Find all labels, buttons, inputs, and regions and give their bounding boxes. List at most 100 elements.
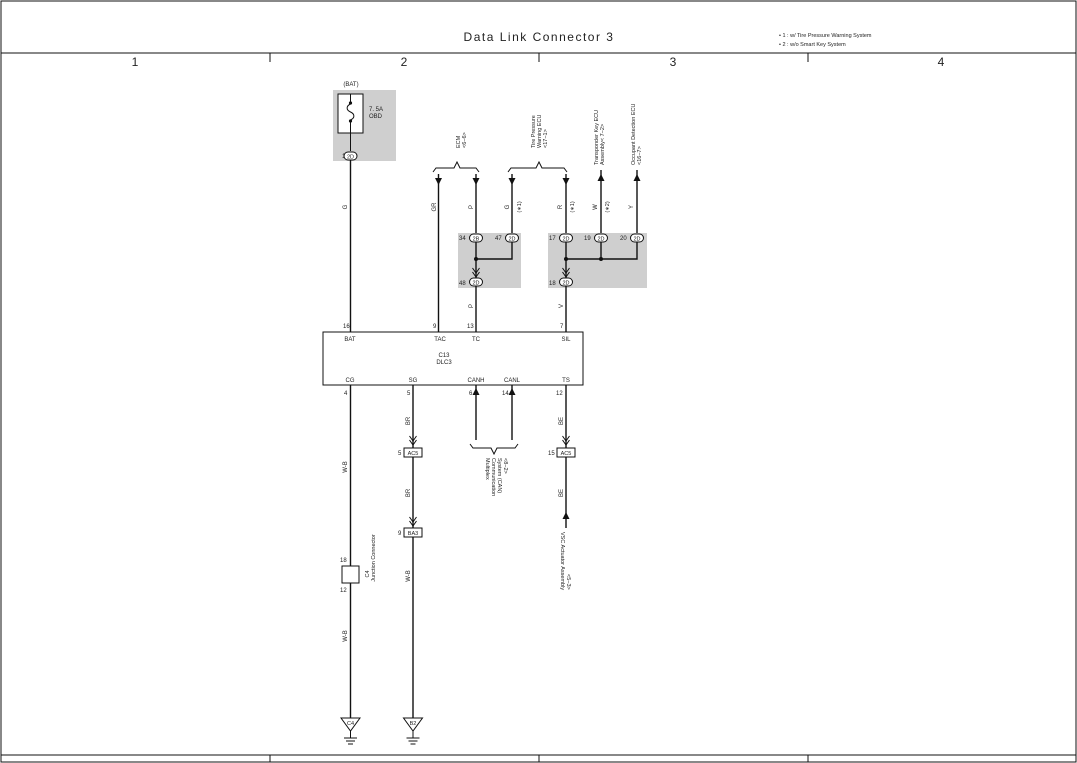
arrow-down: [562, 178, 570, 185]
fuse-terminal: [348, 101, 353, 105]
junction-2-conn-a-label: 2D: [562, 237, 569, 243]
can-label-2: Communication: [490, 458, 496, 496]
dlc-pin-canl-num: 14: [502, 391, 509, 397]
fuse-name: OBD: [369, 114, 383, 120]
wire-color-sil-y: Y: [629, 205, 635, 209]
note-2: • 2 : w/o Smart Key System: [779, 42, 846, 48]
fuse-rating: 7. 5A: [369, 107, 383, 113]
splice-point: [474, 257, 478, 261]
splice-point: [599, 257, 603, 261]
junction-2-conn-c-label: 2D: [633, 237, 640, 243]
connector-mark: [562, 435, 570, 442]
junction-2-pin-b: 19: [584, 236, 591, 242]
c4-pin-bottom: 12: [340, 588, 347, 594]
connector-mark: [562, 271, 570, 278]
can-label-1: Multiplex: [484, 458, 490, 480]
tpw-brace: [507, 160, 568, 173]
source-occupant-ref: <16−7>: [637, 146, 643, 165]
source-transponder: Transponder Key ECU: [594, 110, 600, 165]
arrow-up: [472, 388, 480, 395]
junction-1-branch: [476, 242, 513, 260]
ba3-pin: 9: [398, 531, 402, 537]
connector-mark: [472, 267, 480, 274]
dlc-name: DLC3: [436, 360, 452, 366]
page-title: Data Link Connector 3: [464, 30, 615, 44]
wire-note-sil-r: (∗1): [570, 201, 576, 212]
wire-color-cg-up: W-B: [343, 461, 349, 473]
ecm-brace: [432, 160, 480, 173]
dlc-pin-bat-label: BAT: [344, 337, 356, 343]
wire-color-sil-w: W: [593, 204, 599, 210]
dlc3-connector: [322, 331, 584, 386]
can-brace: [469, 443, 519, 456]
junction-2-conn-b-label: 2D: [597, 237, 604, 243]
dlc-pin-tac-label: TAC: [434, 337, 446, 343]
wire-color-sg-low: W-B: [406, 570, 412, 582]
junction-1-conn-b-label: 2D: [508, 237, 515, 243]
arrow-up: [597, 174, 605, 181]
ground-c4-label: C4: [347, 721, 354, 727]
wire-color-sg-mid: BR: [406, 488, 412, 497]
source-tpw-ref: <17−1>: [543, 129, 549, 148]
ground-b2-label: B2: [410, 721, 417, 727]
connector-mark: [409, 435, 417, 442]
wire-color-tac: GR: [432, 202, 438, 212]
dlc-pin-sil-num: 7: [560, 324, 564, 330]
arrow-up: [508, 388, 516, 395]
dlc-id: C13: [438, 353, 450, 359]
dlc-pin-cg-num: 4: [344, 391, 348, 397]
vsc-label: VSC Actuator Assembly: [559, 532, 565, 590]
fuse-source-label: (BAT): [343, 82, 358, 88]
arrow-up: [562, 512, 570, 519]
ac5-a-pin: 5: [398, 451, 402, 457]
c4-name: Junction Connector: [371, 534, 377, 582]
wire-note-sil-w: (∗2): [605, 201, 611, 212]
source-ecm-ref: <6−6>: [462, 132, 468, 148]
wire-color-ts-up: BE: [559, 417, 565, 425]
column-number-2: 2: [401, 55, 408, 69]
wire-color-tc-alt: G: [505, 204, 511, 209]
fuse-terminal: [348, 119, 353, 123]
ba3-label: BA3: [408, 531, 418, 537]
junction-1-pin-a: 34: [459, 236, 466, 242]
arrow-up: [633, 174, 641, 181]
source-occupant: Occupant Detection ECU: [631, 104, 637, 165]
dlc-pin-sg-label: SG: [409, 378, 418, 384]
junction-connector-c4: [341, 565, 360, 584]
dlc-pin-ts-num: 12: [556, 391, 563, 397]
wire-color-bat: G: [343, 204, 349, 209]
wire-color-sg-up: BR: [406, 416, 412, 425]
source-tpw-2: Warning ECU: [537, 115, 543, 148]
c4-pin-top: 18: [340, 558, 347, 564]
ground-b2: [402, 717, 424, 732]
note-1: • 1 : w/ Tire Pressure Warning System: [779, 33, 872, 39]
fuse-symbol: [346, 94, 355, 133]
wire-color-sil-out: V: [559, 304, 565, 308]
arrow-down: [472, 178, 480, 185]
dlc-pin-tc-num: 13: [467, 324, 474, 330]
dlc-pin-sil-label: SIL: [561, 337, 571, 343]
can-ref: <8−2>: [502, 458, 508, 474]
dlc-pin-canl-label: CANL: [504, 378, 521, 384]
vsc-ref: <5−3>: [565, 574, 571, 590]
fuse-connector-label: 2D: [347, 155, 354, 161]
wire-color-ts-low: BE: [559, 489, 565, 497]
connector-mark: [562, 439, 570, 446]
dlc-pin-bat-num: 16: [343, 324, 350, 330]
arrow-down: [435, 178, 442, 185]
dlc-pin-ts-label: TS: [562, 378, 570, 384]
source-ecm: ECM: [456, 135, 462, 148]
c4-id: C4: [365, 570, 371, 577]
column-number-3: 3: [670, 55, 677, 69]
dlc-pin-cg-label: CG: [346, 378, 355, 384]
junction-1-pin-b: 47: [495, 236, 502, 242]
junction-1-conn-a-label: 2B: [473, 237, 480, 243]
junction-2-pin-out: 18: [549, 281, 556, 287]
splice-point: [564, 257, 568, 261]
junction-2-pin-a: 17: [549, 236, 556, 242]
junction-1-conn-out-label: 2D: [472, 281, 479, 287]
can-label-3: System (CAN): [496, 458, 502, 493]
source-tpw: Tire Pressure: [531, 115, 537, 148]
ac5-b-label: AC5: [561, 451, 572, 457]
dlc-pin-tc-label: TC: [472, 337, 481, 343]
